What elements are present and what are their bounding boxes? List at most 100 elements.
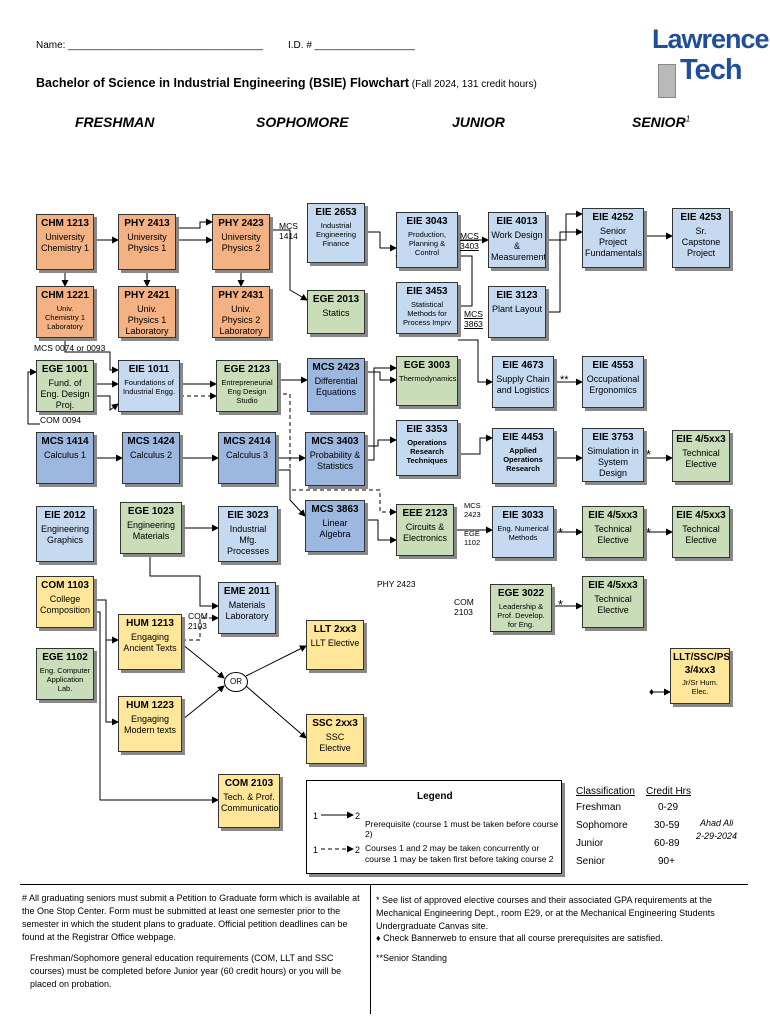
course-code: MCS 1414 <box>41 436 89 447</box>
course-code: EIE 3453 <box>406 286 448 297</box>
course-title: Calculus 2 <box>129 449 173 460</box>
legend-prereq-2: 2 <box>355 811 361 821</box>
legend-box: Legend 1 2 Prerequisite (course 1 must b… <box>306 780 562 874</box>
course-title: University Physics 2 <box>221 231 261 253</box>
course-title: Operations Research Techniques <box>406 437 448 466</box>
course-title: Tech. & Prof. Communication <box>221 791 280 813</box>
legend-arrows <box>321 811 354 853</box>
course-title: Occupational Ergonomics <box>586 373 640 395</box>
footer-senior-standing-note: **Senior Standing <box>376 953 448 963</box>
course-title: Eng. Numerical Methods <box>497 523 549 542</box>
course-code: EIE 4253 <box>680 212 722 223</box>
class-row-hours: 30-59 <box>654 820 680 831</box>
legend-prereq-1: 1 <box>313 811 319 821</box>
course-code: EIE 3353 <box>406 424 448 435</box>
course-title: Probability & Statistics <box>309 449 361 471</box>
class-row-hours: 60-89 <box>654 838 680 849</box>
course-title: Jr/Sr Hum. Elec. <box>682 678 718 697</box>
course-title: Differential Equations <box>314 375 358 397</box>
prerequisite-arrow <box>270 229 308 301</box>
note-com2103-b: COM 2103 <box>188 611 208 631</box>
course-code: EIE 3123 <box>496 290 538 301</box>
course-title: Univ. Physics 1 Laboratory <box>125 303 169 337</box>
double-star-marker: ** <box>560 374 569 386</box>
year-header-sophomore: SOPHOMORE <box>256 114 349 130</box>
course-code: PHY 2413 <box>124 218 170 229</box>
course-title: Technical Elective <box>682 447 720 469</box>
note-com2103-a: COM 2103 <box>454 597 474 617</box>
footer-bannerweb-note: ♦ Check Bannerweb to ensure that all cou… <box>376 933 663 943</box>
course-title: Eng. Computer Application Lab. <box>39 665 91 694</box>
prerequisite-arrow <box>64 340 119 374</box>
or-connector: OR <box>224 672 248 692</box>
course-title: Engineering Graphics <box>40 523 90 545</box>
class-row-name: Junior <box>576 838 604 849</box>
course-code: EME 2011 <box>223 586 271 597</box>
course-code: HUM 1223 <box>126 700 174 711</box>
course-code: PHY 2423 <box>218 218 264 229</box>
legend-prereq-text: Prerequisite (course 1 must be taken bef… <box>365 819 559 839</box>
id-field-label: I.D. # __________________ <box>288 40 415 51</box>
class-row-hours: 0-29 <box>658 802 679 813</box>
course-title: University Physics 1 <box>127 231 167 253</box>
course-title: Industrial Mfg. Processes <box>226 523 270 557</box>
course-title: Foundations of Industrial Engg. <box>122 377 176 396</box>
footer-divider-top <box>20 884 748 885</box>
course-code: LLT/SSC/PSY 3/4xx3 <box>673 652 730 676</box>
course-title: Calculus 3 <box>225 449 269 460</box>
prerequisite-arrow <box>546 228 583 313</box>
course-title: Leadership & Prof. Develop. for Eng. <box>497 601 545 630</box>
course-code: EIE 2653 <box>315 207 357 218</box>
course-title: Supply Chain and Logistics <box>496 373 550 395</box>
footer-petition-note: # All graduating seniors must submit a P… <box>22 893 360 943</box>
